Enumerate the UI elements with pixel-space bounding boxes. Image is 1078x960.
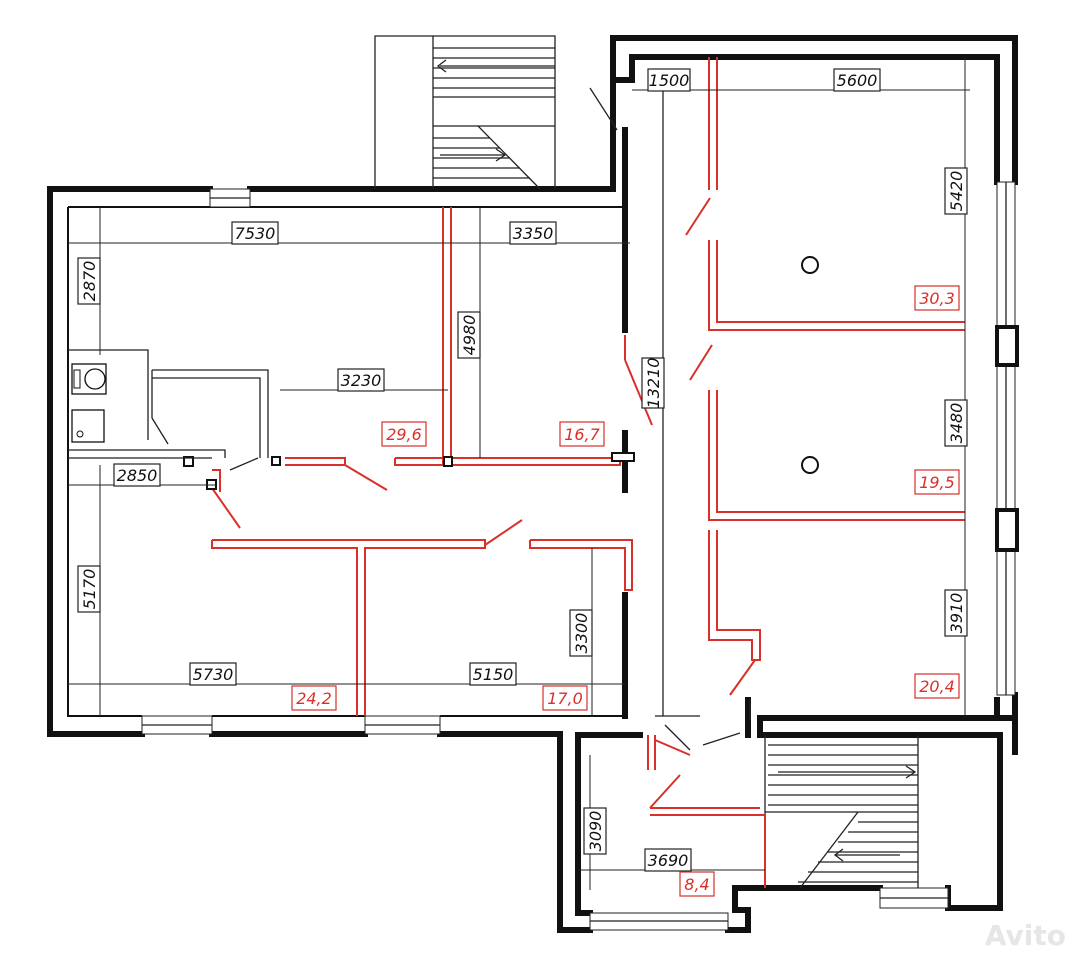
dim-label: 5730 (189, 662, 237, 686)
area-text: 8,4 (684, 875, 709, 894)
windows (141, 181, 1019, 931)
dim-label: 5420 (944, 167, 968, 215)
area-labels: 30,3 29,6 16,7 19,5 20,4 24,2 17,0 8,4 (291, 285, 960, 897)
dim-text: 5600 (837, 71, 878, 90)
area-label: 16,7 (559, 421, 605, 447)
area-text: 16,7 (564, 425, 600, 444)
dim-text: 2850 (117, 466, 158, 485)
north-stairs (374, 35, 618, 190)
area-label: 8,4 (679, 871, 715, 897)
dim-label: 3480 (944, 399, 968, 447)
dim-label: 2850 (113, 463, 161, 487)
dim-text: 13210 (644, 358, 663, 409)
dim-label: 7530 (231, 221, 279, 245)
dim-label: 3090 (583, 807, 607, 855)
dim-text: 5170 (80, 569, 99, 610)
dim-text: 5730 (193, 665, 234, 684)
area-text: 17,0 (547, 689, 583, 708)
area-text: 29,6 (386, 425, 422, 444)
dim-label: 4980 (457, 311, 481, 359)
dim-text: 3350 (513, 224, 554, 243)
dim-text: 4980 (460, 315, 479, 356)
watermark: Avito (984, 919, 1066, 952)
area-label: 17,0 (542, 685, 588, 711)
area-label: 24,2 (291, 685, 337, 711)
red-partitions (211, 57, 965, 888)
dim-text: 2870 (80, 261, 99, 302)
area-text: 19,5 (919, 473, 955, 492)
dim-text: 1500 (649, 71, 690, 90)
dim-label: 5600 (833, 68, 881, 92)
dim-label: 5150 (469, 662, 517, 686)
dim-label: 2870 (77, 257, 101, 305)
dim-text: 7530 (235, 224, 276, 243)
dim-text: 3690 (648, 851, 689, 870)
dim-label: 13210 (641, 357, 665, 409)
dim-text: 3480 (947, 403, 966, 444)
area-label: 30,3 (914, 285, 960, 311)
dim-label: 5170 (77, 565, 101, 613)
dim-label: 3300 (569, 609, 593, 657)
dim-label: 3350 (509, 221, 557, 245)
area-text: 20,4 (919, 677, 955, 696)
area-text: 24,2 (296, 689, 332, 708)
dim-label: 3230 (337, 368, 385, 392)
outer-walls (47, 35, 1018, 933)
dim-label: 3690 (644, 848, 692, 872)
dim-text: 3300 (572, 613, 591, 654)
dim-text: 5150 (473, 665, 514, 684)
south-stairs (764, 735, 919, 889)
area-label: 20,4 (914, 673, 960, 699)
dimension-labels: 1500 5600 7530 3350 5420 2870 4980 3230 … (77, 68, 968, 872)
dim-text: 3230 (341, 371, 382, 390)
dim-text: 3910 (947, 593, 966, 634)
area-text: 30,3 (919, 289, 955, 308)
area-label: 29,6 (381, 421, 427, 447)
dim-label: 1500 (647, 68, 691, 92)
dim-label: 3910 (944, 589, 968, 637)
dim-text: 5420 (947, 171, 966, 212)
area-label: 19,5 (914, 469, 960, 495)
dim-text: 3090 (586, 811, 605, 852)
